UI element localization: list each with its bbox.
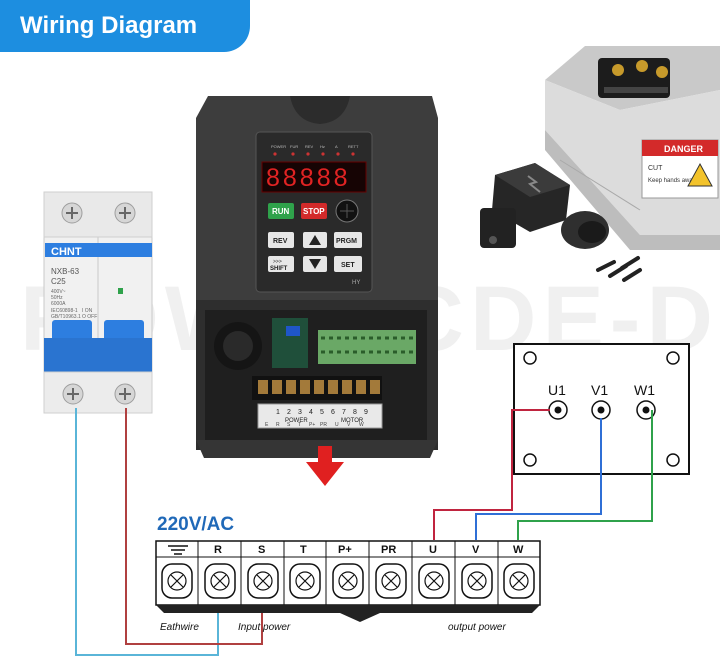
vfd-prgm-label: PRGM (336, 238, 357, 245)
vfd-up-arrow-icon (309, 235, 321, 245)
vfd-rev-button[interactable] (268, 232, 294, 248)
vfd-terminal-label-w: W (359, 422, 364, 428)
vfd-inverter: POWER FUR REV Hz A RETT 88888 RUN STOP (196, 96, 438, 458)
output-power-label: output power (448, 622, 506, 633)
vfd-run-label: RUN (272, 207, 290, 216)
terminal-header-p: P+ (338, 544, 352, 556)
spindle-warning-text-1: CUT (648, 165, 663, 172)
vfd-indicator-hz: Hz (320, 144, 325, 149)
breaker-spec-3: 6000A (51, 301, 66, 307)
vfd-indicator-rev: REV (305, 144, 314, 149)
breaker-model: NXB-63 (51, 267, 80, 276)
vfd-terminal-label-e: E (265, 422, 269, 428)
vfd-stop-button[interactable] (301, 203, 327, 219)
vfd-terminal-label-u: U (335, 422, 339, 428)
vfd-terminal-label-pr: PR (320, 422, 327, 428)
vfd-down-arrow-icon (309, 259, 321, 269)
terminal-header-r: R (214, 544, 222, 556)
vfd-terminal-number-5: 5 (320, 409, 324, 416)
vfd-terminal-number-9: 9 (364, 409, 368, 416)
vfd-terminal-label-p: P+ (309, 422, 315, 428)
breaker-spec-1: 400V~ (51, 289, 66, 295)
terminal-header-v: V (472, 544, 480, 556)
vfd-internal-board (214, 318, 416, 400)
vfd-indicator-a: A (335, 144, 338, 149)
vfd-run-button[interactable] (268, 203, 294, 219)
vfd-terminal-number-6: 6 (331, 409, 335, 416)
title-banner: Wiring Diagram (0, 0, 250, 52)
vfd-terminal-number-7: 7 (342, 409, 346, 416)
breaker-spec-2: 50Hz (51, 295, 63, 301)
vfd-terminal-label-s: S (287, 422, 291, 428)
aviation-connector (480, 163, 609, 249)
vfd-led-display (261, 161, 367, 193)
vfd-indicator-rett: RETT (348, 144, 359, 149)
breaker-brand: CHNT (51, 246, 82, 258)
breaker-rating: C25 (51, 277, 66, 286)
breaker-state-off: O OFF (82, 314, 97, 320)
vfd-terminal-label-strip: 1 2 3 4 5 6 7 8 9 POWER MOTOR E R S T P+… (257, 403, 383, 429)
spindle-warning-text-2: Keep hands away (648, 178, 696, 184)
input-power-label: Input power (238, 622, 291, 633)
voltage-label: 220V/AC (157, 514, 234, 535)
vfd-power-label: POWER (285, 418, 308, 424)
wire-v-blue (475, 418, 602, 540)
terminal-header-t: T (300, 544, 307, 556)
vfd-terminal-label-r: R (276, 422, 280, 428)
vfd-prgm-button[interactable] (334, 232, 362, 248)
terminal-header-s: S (258, 544, 265, 556)
vfd-terminal-label-t: T (298, 422, 301, 428)
ground-icon (168, 545, 188, 555)
earth-wire-label: Eathwire (160, 622, 199, 633)
wires (75, 408, 653, 656)
vfd-shift-button[interactable] (268, 256, 294, 272)
vfd-terminal-number-3: 3 (298, 409, 302, 416)
terminal-header-pr: PR (381, 544, 396, 556)
page-title: Wiring Diagram (20, 12, 198, 39)
wire-input-red (125, 408, 263, 645)
vfd-rev-label: REV (273, 238, 288, 245)
down-arrow-icon (306, 446, 344, 486)
vfd-terminal-number-4: 4 (309, 409, 313, 416)
motor-terminal-label-u1: U1 (548, 382, 566, 398)
vfd-set-button[interactable] (334, 256, 362, 272)
vfd-indicator-fur: FUR (290, 144, 298, 149)
wire-w-green (517, 410, 653, 540)
terminal-block: R S T P+ PR U V W (155, 540, 541, 622)
vfd-control-panel: POWER FUR REV Hz A RETT 88888 RUN STOP (255, 131, 373, 293)
breaker-standard: IEC60898-1 (51, 308, 78, 314)
motor-terminal-label-w1: W1 (634, 382, 655, 398)
wire-u-red (433, 409, 550, 540)
vfd-display-digits: 88888 (266, 164, 351, 192)
motor-terminal-label-v1: V1 (591, 382, 608, 398)
vfd-terminal-number-8: 8 (353, 409, 357, 416)
vfd-indicator-power: POWER (271, 144, 286, 149)
terminal-header-u: U (429, 544, 437, 556)
vfd-brand: HY (352, 280, 360, 286)
breaker-standard-2: GB/T10963.1 (51, 314, 81, 320)
terminal-header-w: W (513, 544, 524, 556)
spindle-warning-label: DANGER CUT Keep hands away (641, 139, 719, 199)
mounting-screws (596, 256, 642, 282)
vfd-motor-label: MOTOR (341, 418, 364, 424)
vfd-set-label: SET (341, 262, 355, 269)
vfd-shift-arrows: >>> (273, 259, 282, 265)
vfd-terminal-label-v: V (347, 422, 351, 428)
vfd-stop-label: STOP (303, 207, 325, 216)
wire-earth-blue (75, 408, 219, 656)
spindle-warning-title: DANGER (664, 144, 704, 154)
spindle-motor: DANGER CUT Keep hands away (545, 46, 720, 250)
circuit-breaker: CHNT NXB-63 C25 400V~ 50Hz 6000A IEC6089… (43, 191, 153, 414)
vfd-terminal-number-2: 2 (287, 409, 291, 416)
breaker-state-on: I ON (82, 308, 93, 314)
vfd-terminal-number-1: 1 (276, 409, 280, 416)
vfd-shift-label: SHIFT (270, 266, 288, 272)
